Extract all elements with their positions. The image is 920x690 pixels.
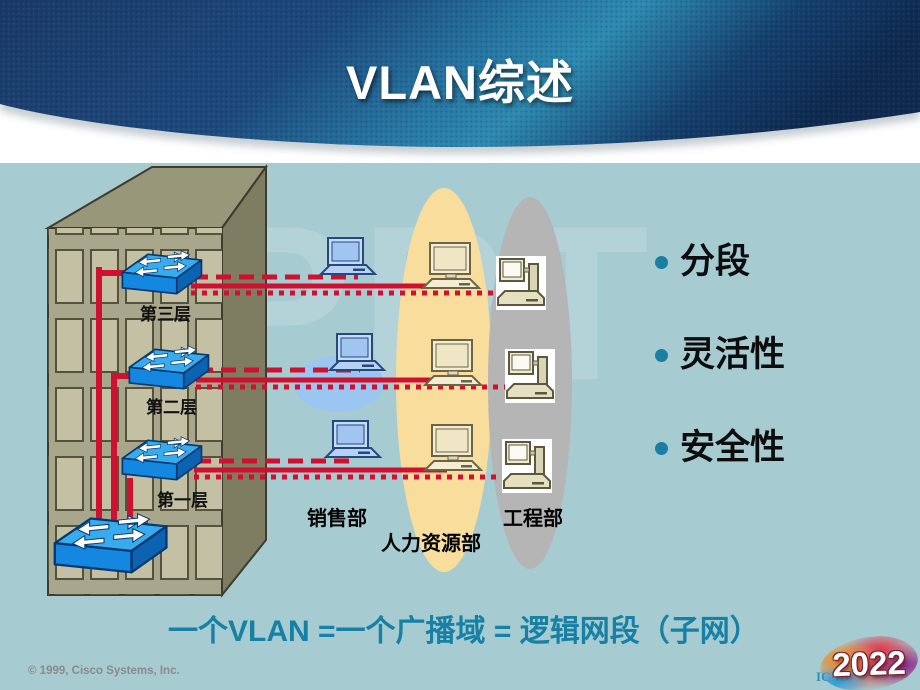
hr-desktop-floor3-icon <box>422 242 480 289</box>
benefit-list: 分段 灵活性 安全性 <box>655 241 785 520</box>
sales-laptop-floor2-icon <box>329 333 385 371</box>
banner-texture <box>0 0 920 147</box>
hr-desktop-floor2-icon <box>424 339 482 386</box>
dept-label-hr: 人力资源部 <box>381 531 481 555</box>
sales-laptop-floor1-icon <box>325 420 381 458</box>
eng-workstation-floor3-icon <box>495 255 547 311</box>
floor2-label: 第二层 <box>146 397 197 417</box>
floor1-label: 第一层 <box>157 490 208 510</box>
slide-body: PPT <box>0 163 920 690</box>
eng-workstation-floor2-icon <box>504 348 556 404</box>
list-item: 分段 <box>655 241 785 283</box>
dept-label-sales: 销售部 <box>307 506 367 530</box>
header-banner-graphic <box>0 0 920 154</box>
slide-title: VLAN综述 <box>346 56 574 109</box>
dept-label-engineering: 工程部 <box>503 506 563 530</box>
bullet-icon <box>655 256 668 269</box>
badge-year-label: 2022 <box>831 643 907 683</box>
list-item: 灵活性 <box>655 334 785 376</box>
floor3-label: 第三层 <box>140 304 191 324</box>
bullet-icon <box>655 349 668 362</box>
vlan-links-floor3 <box>191 274 516 296</box>
hr-desktop-floor1-icon <box>424 424 482 471</box>
copyright-notice: © 1999, Cisco Systems, Inc. <box>28 665 180 677</box>
benefit-flexibility: 灵活性 <box>680 335 786 374</box>
vlan-definition-statement: 一个VLAN =一个广播域 = 逻辑网段（子网） <box>168 615 760 648</box>
vlan-links-floor2 <box>196 367 514 390</box>
benefit-segmentation: 分段 <box>680 242 751 281</box>
benefit-security: 安全性 <box>680 428 786 467</box>
eng-workstation-floor1-icon <box>501 438 553 494</box>
list-item: 安全性 <box>655 427 785 469</box>
sales-laptop-floor3-icon <box>320 237 376 275</box>
vlan-links-floor1 <box>194 458 514 480</box>
bullet-icon <box>655 442 668 455</box>
vlan-network-diagram: 第三层 第二层 第一层 销售部 人力资源部 工程部 <box>44 163 572 598</box>
year-badge: 2022 <box>817 632 920 690</box>
header-banner: VLAN综述 <box>0 0 920 170</box>
